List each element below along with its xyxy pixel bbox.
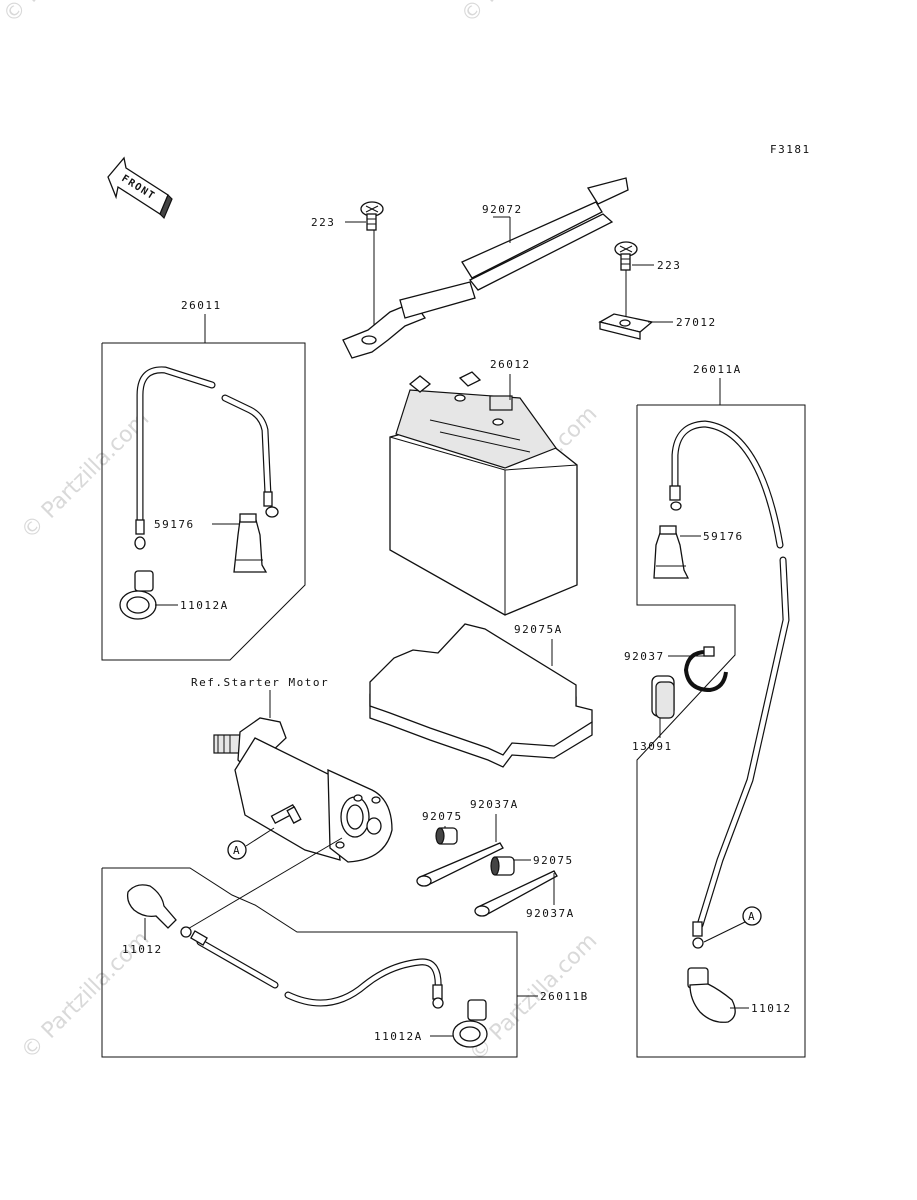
cable-26011A-icon [669, 420, 790, 949]
label-92037-right: 92037 [624, 650, 665, 663]
cable-26011B-icon [180, 926, 444, 1009]
kit-26011-frame [101, 342, 306, 661]
label-11012A-bottom: 11012A [374, 1030, 423, 1043]
label-27012: 27012 [676, 316, 717, 329]
label-26012: 26012 [490, 358, 531, 371]
bolt-right-icon [614, 241, 638, 271]
bolt-left-icon [360, 201, 384, 231]
callout-a-left-text: A [233, 844, 240, 857]
figure-code: F3181 [770, 143, 811, 156]
battery-26012-icon [389, 371, 578, 616]
bracket-27012-icon [598, 313, 654, 340]
pad-92075A-icon [369, 623, 593, 768]
label-92037A-a: 92037A [470, 798, 519, 811]
callout-a-left: A [227, 827, 275, 860]
label-59176-right: 59176 [703, 530, 744, 543]
clamp-92037A-a-icon [416, 842, 504, 887]
label-26011B: 26011B [540, 990, 589, 1003]
front-arrow-icon: FRONT [107, 156, 173, 220]
label-11012-left: 11012 [122, 943, 163, 956]
grommet-92075-b-icon [490, 856, 515, 876]
callout-a-right-text: A [748, 910, 755, 923]
clamp-92037-icon [683, 646, 728, 693]
cap-11012-right-icon [687, 967, 736, 1023]
label-11012-right: 11012 [751, 1002, 792, 1015]
starter-motor-icon [213, 717, 393, 863]
label-92075A: 92075A [514, 623, 563, 636]
cap-11012A-bottom-icon [452, 999, 488, 1048]
label-92037A-b: 92037A [526, 907, 575, 920]
label-92075-a: 92075 [422, 810, 463, 823]
stud-icon [270, 803, 302, 825]
label-92072: 92072 [482, 203, 523, 216]
label-92075-b: 92075 [533, 854, 574, 867]
label-223-right: 223 [657, 259, 681, 272]
boot-59176-left-icon [233, 513, 268, 573]
leader [185, 837, 343, 931]
label-26011: 26011 [181, 299, 222, 312]
kit-26011A-frame [636, 404, 806, 1058]
label-13091: 13091 [632, 740, 673, 753]
ref-starter-motor-label: Ref.Starter Motor [191, 676, 329, 689]
clamp-92037A-b-icon [474, 870, 558, 917]
cap-13091-icon [651, 675, 675, 719]
label-59176-left: 59176 [154, 518, 195, 531]
cap-11012A-left-icon [119, 570, 157, 620]
cable-26011-icon [134, 366, 279, 550]
kit-26011B-frame [101, 867, 518, 1058]
battery-strap-icon [342, 177, 629, 359]
label-26011A: 26011A [693, 363, 742, 376]
label-223-left: 223 [311, 216, 335, 229]
watermark-5: © Partzilla.com [0, 0, 136, 28]
watermark-6: © Partzilla.com [457, 0, 595, 28]
cap-11012-left-icon [126, 884, 177, 929]
callout-a-right: A [703, 906, 762, 943]
boot-59176-right-icon [653, 525, 690, 579]
label-11012A-left: 11012A [180, 599, 229, 612]
grommet-92075-a-icon [435, 827, 458, 845]
watermark-1: © Partzilla.com [17, 407, 155, 545]
